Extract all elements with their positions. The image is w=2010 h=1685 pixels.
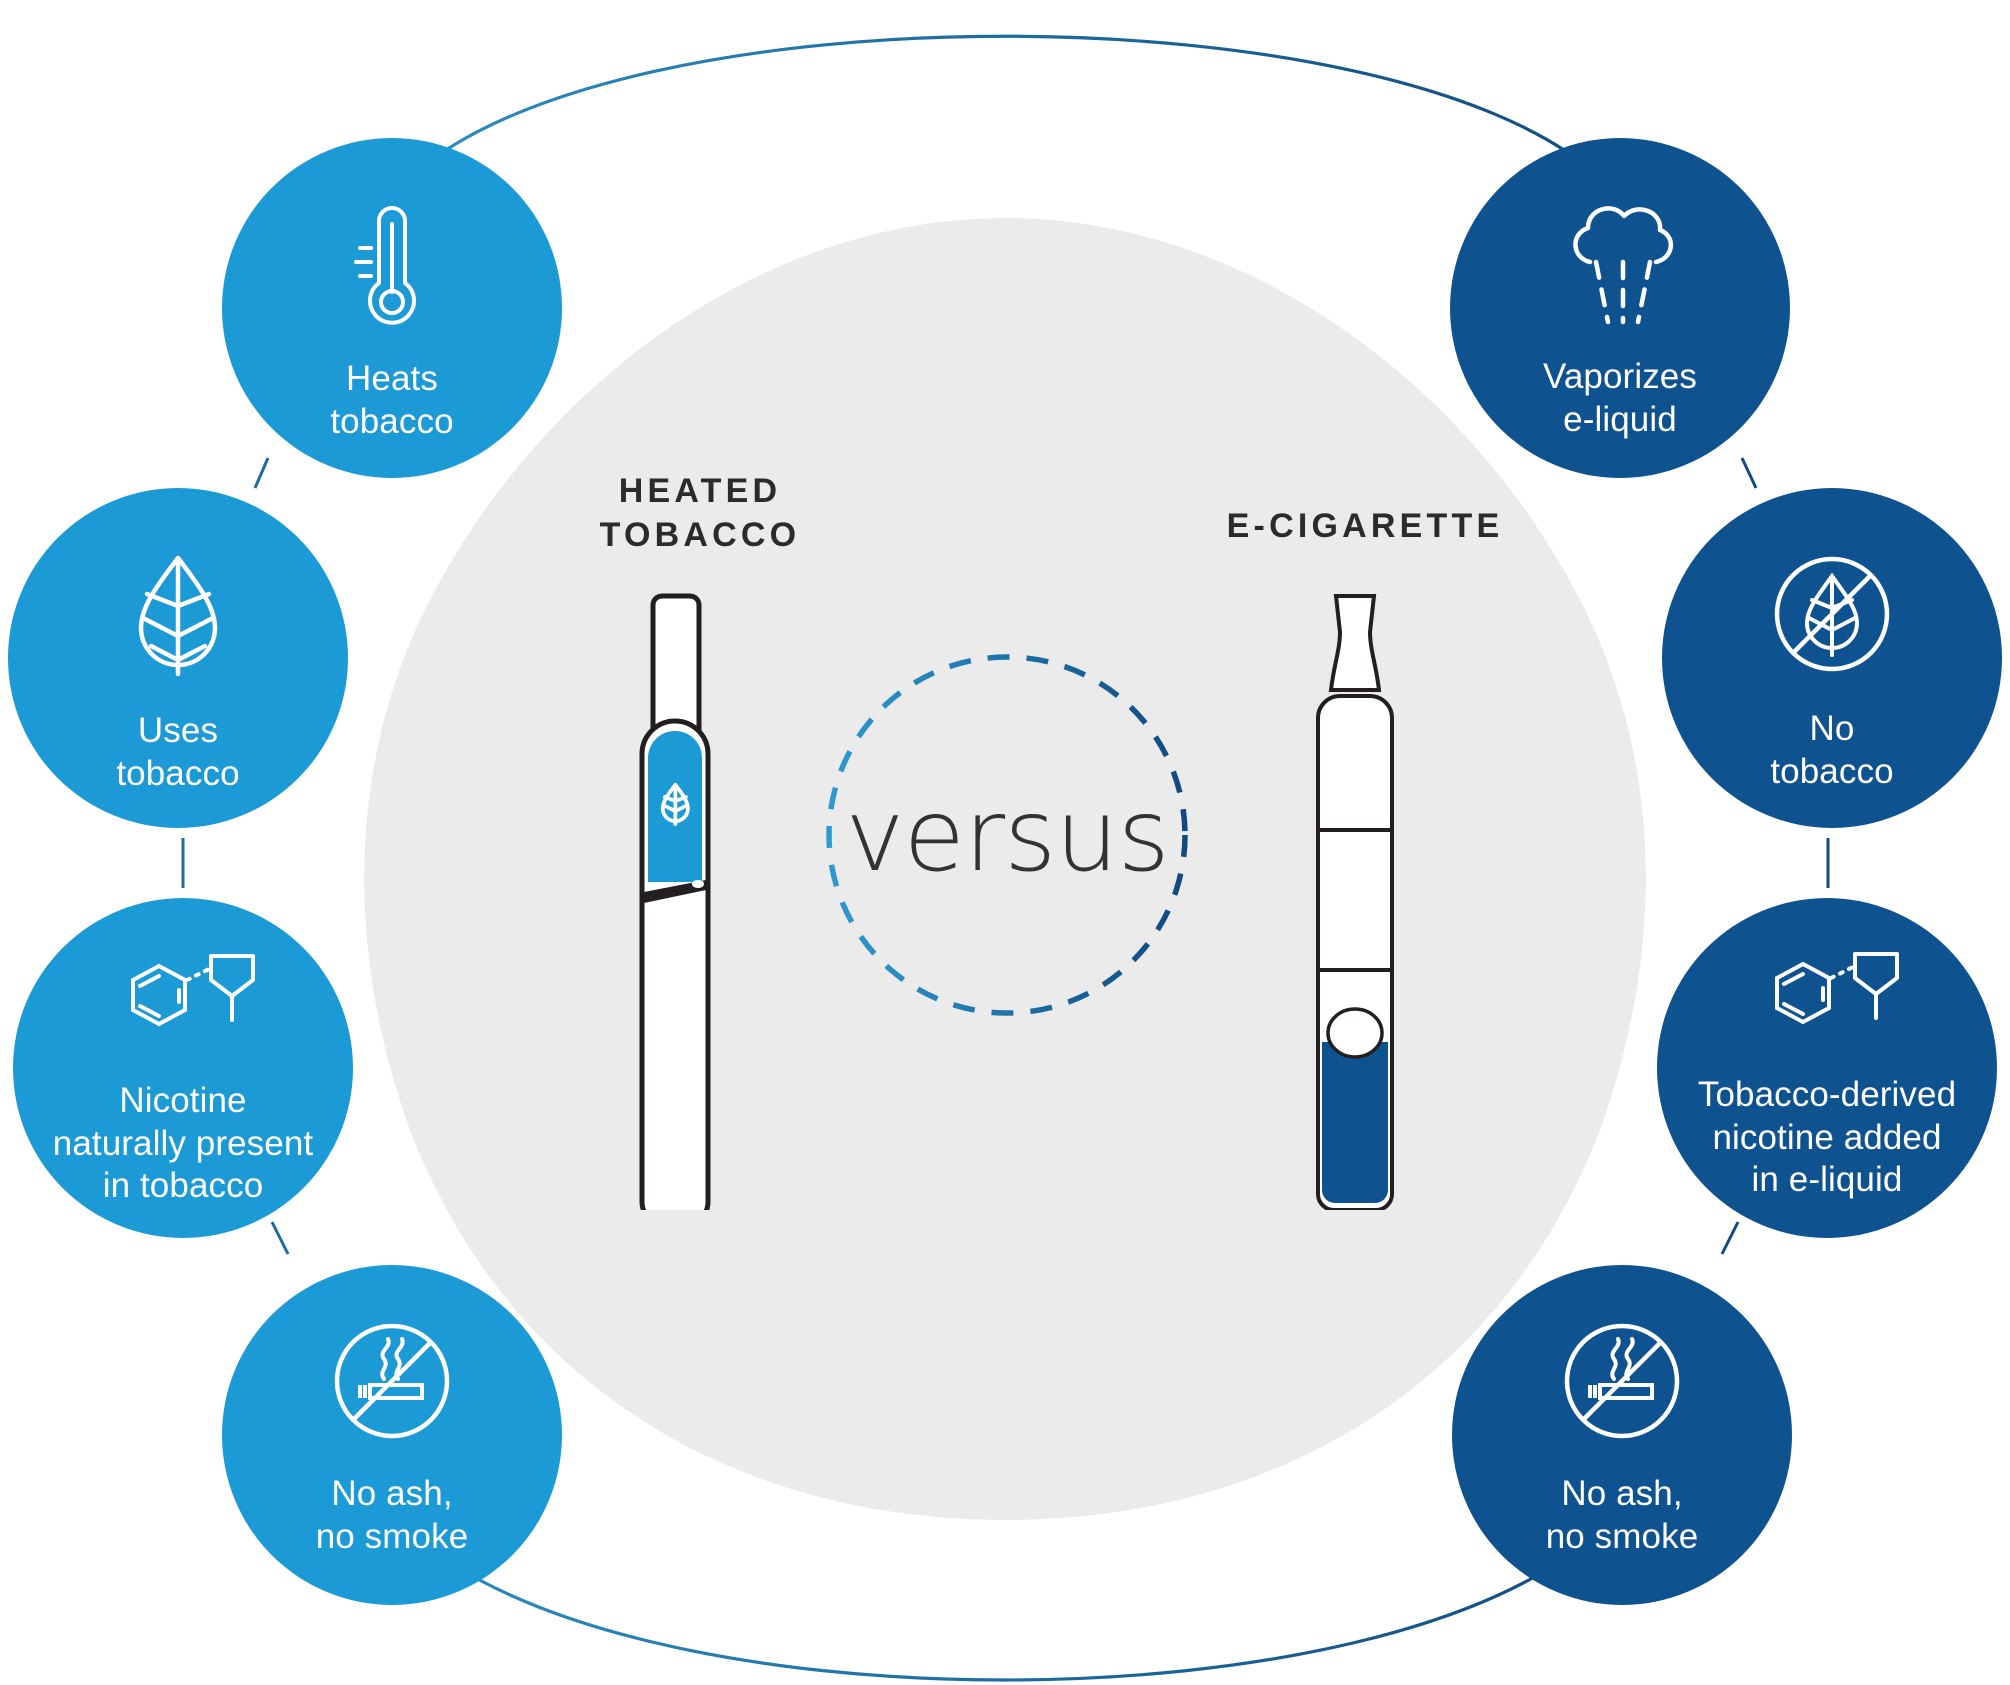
connector-tick-left-3 [270,1221,290,1255]
bubble-no-ash-no-smoke-left[interactable]: No ash, no smoke [222,1265,562,1605]
bubble-label: No ash, no smoke [315,1474,469,1556]
bubble-uses-tobacco[interactable]: Uses tobacco [8,488,348,828]
leaf-icon [127,550,229,680]
no-smoking-icon [1558,1317,1686,1445]
bubble-label: Tobacco-derived nicotine added in e-liqu… [1697,1075,1957,1200]
connector-tick-right-3 [1720,1221,1740,1255]
bubble-vaporizes-eliquid[interactable]: Vaporizes e-liquid [1450,138,1790,478]
bubble-label: Uses tobacco [116,711,240,793]
bubble-nicotine-natural[interactable]: Nicotine naturally present in tobacco [13,898,353,1238]
no-leaf-icon [1768,550,1896,678]
bubble-heats-tobacco[interactable]: Heats tobacco [222,138,562,478]
heated-tobacco-title: HEATED TOBACCO [599,472,801,554]
bubble-label: Vaporizes e-liquid [1543,357,1697,439]
vapor-cloud-icon [1562,196,1678,330]
bottom-arc [406,1528,1602,1682]
bubble-label: No tobacco [1770,709,1894,791]
leaf-icon [660,782,690,827]
heated-tobacco-device [620,590,730,1227]
bubble-no-tobacco[interactable]: No tobacco [1662,488,2002,828]
bubble-label: Nicotine naturally present in tobacco [52,1081,314,1206]
bubble-no-ash-no-smoke-right[interactable]: No ash, no smoke [1452,1265,1792,1605]
bubble-nicotine-added[interactable]: Tobacco-derived nicotine added in e-liqu… [1657,898,1997,1238]
battery-fill [1322,1042,1388,1203]
connector-tick-right-1 [1740,457,1758,489]
nicotine-molecule-icon [1747,948,1907,1052]
nicotine-molecule-icon [103,950,263,1054]
e-cigarette-title: E-CIGARETTE [1226,507,1504,545]
top-arc [411,34,1599,177]
power-button [1326,1007,1384,1059]
e-cigarette-device [1300,590,1410,1212]
thermometer-icon [349,196,435,332]
versus-dashed-ring [826,654,1188,1016]
connector-tick-left-1 [253,457,270,489]
mouthpiece [1328,594,1382,692]
bubble-label: Heats tobacco [330,359,454,441]
device-slider [644,880,706,903]
slider-notch [692,880,704,888]
no-smoking-icon [328,1317,456,1445]
versus-label: versus [845,776,1169,894]
bubble-label: No ash, no smoke [1545,1474,1699,1556]
versus-circle: versus [822,650,1192,1020]
